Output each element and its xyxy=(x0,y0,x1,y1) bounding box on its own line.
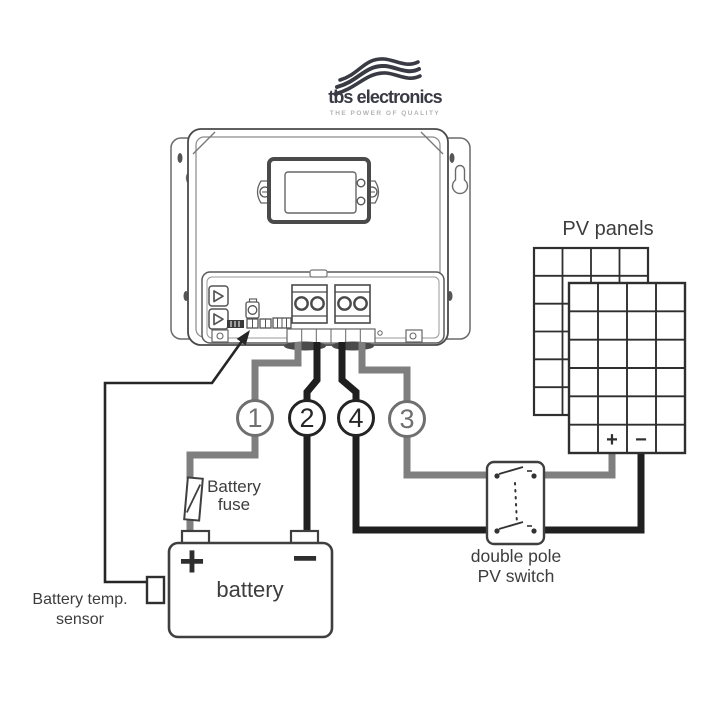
logo-brand-text: tbs electronics xyxy=(328,87,442,107)
charge-controller xyxy=(170,128,471,351)
terminal-block-battery xyxy=(291,284,328,324)
battery-fuse-label: Battery fuse xyxy=(207,477,261,514)
battery-fuse xyxy=(183,476,204,522)
waves-icon xyxy=(333,57,422,96)
arrowhead-icon xyxy=(236,330,250,346)
terminal-block-pv xyxy=(334,284,371,324)
pv-switch-label: double pole PV switch xyxy=(470,546,562,586)
pv-panel-front xyxy=(567,281,687,455)
display-led xyxy=(356,196,366,206)
wire-battery-negative xyxy=(303,342,321,533)
temp-sensor-wire xyxy=(103,330,250,584)
terminal-recess xyxy=(201,269,445,344)
temp-sensor-box xyxy=(145,575,166,605)
screw-terminal xyxy=(294,296,309,311)
screw-terminal xyxy=(353,296,368,311)
switch-lever xyxy=(498,521,524,530)
rj-jack xyxy=(208,285,229,307)
pv-panels-title: PV panels xyxy=(562,218,654,240)
wire-marker-2: 2 xyxy=(288,399,326,437)
display-led xyxy=(356,178,366,188)
switch-link xyxy=(514,482,518,525)
wire-marker-1: 1 xyxy=(236,399,274,437)
small-connector xyxy=(272,317,292,329)
battery-temp-sensor-label: Battery temp. sensor xyxy=(32,591,128,628)
switch-lever xyxy=(498,466,524,475)
wire-pv-positive xyxy=(358,342,616,479)
pv-plus-symbol: + xyxy=(606,429,618,451)
wire-marker-3: 3 xyxy=(388,400,426,438)
keyhole-slot-icon xyxy=(451,164,469,195)
screw-terminal xyxy=(310,296,325,311)
display-screen xyxy=(284,171,357,214)
screw-terminal xyxy=(337,296,352,311)
pv-minus-symbol: − xyxy=(635,429,647,451)
logo-tagline: THE POWER OF QUALITY xyxy=(329,110,441,117)
battery-label: battery xyxy=(216,577,284,602)
triangle-icon xyxy=(213,313,224,326)
small-connector xyxy=(246,318,259,329)
temp-sensor-connector xyxy=(227,320,244,328)
buzzer-component xyxy=(245,298,260,319)
small-connector xyxy=(259,318,272,329)
pv-switch xyxy=(485,460,546,546)
wire-pv-negative xyxy=(338,342,645,534)
battery-minus-symbol: − xyxy=(292,534,318,583)
rj-jack xyxy=(208,308,229,330)
wire-marker-4: 4 xyxy=(337,399,375,437)
cable-clamp-strip xyxy=(211,328,423,344)
battery-box xyxy=(167,529,334,639)
battery-plus-symbol: + xyxy=(179,537,205,586)
triangle-icon xyxy=(213,290,224,303)
display-module xyxy=(256,157,380,224)
